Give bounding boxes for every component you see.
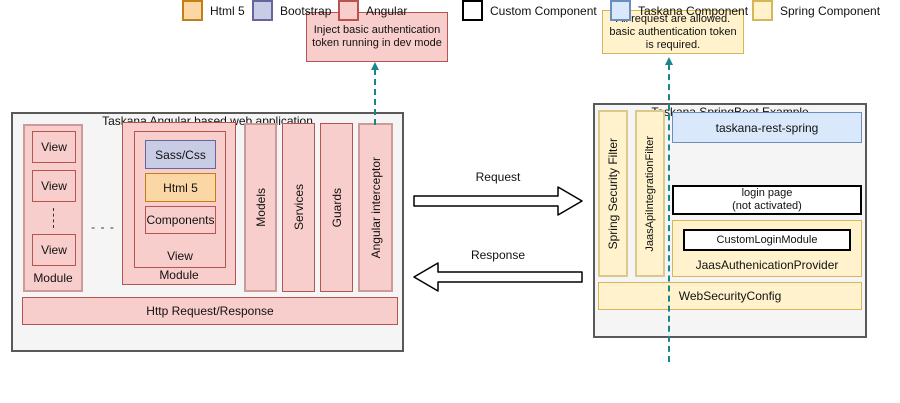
view-box: View [32,234,76,266]
dashed-connector-right [668,64,670,362]
column-services: Services [282,123,315,292]
view-label: View [167,249,193,263]
view-label: View [41,140,67,154]
login-page-box: login page (not activated) [672,185,862,215]
legend-label: Bootstrap [280,3,332,18]
legend-label: Spring Component [780,3,881,18]
column-models: Models [244,123,277,292]
legend-item-spring-component: Spring Component [752,0,880,21]
column-angular-interceptor: Angular interceptor [358,123,393,292]
column-guards: Guards [320,123,353,292]
response-arrow [413,262,583,292]
request-arrow [413,186,583,216]
jaas-authentication-provider-label: JaasAuthenicationProvider [695,258,839,272]
legend-swatch-custom-component [462,0,483,21]
view-box: View [32,131,76,163]
html5-label: Html 5 [163,180,198,195]
jaas-authentication-provider-box: CustomLoginModule JaasAuthenicationProvi… [672,220,862,277]
sass-css-box: Sass/Css [145,140,216,169]
module-ellipsis: - - - [91,220,115,234]
module-label: Module [33,271,73,285]
view-label: View [41,179,67,193]
legend-item-taskana-component: Taskana Component [610,0,748,21]
angular-module-2: Sass/Css Html 5 Components View Module [122,122,236,285]
view-box: View [32,170,76,202]
column-angular-interceptor-label: Angular interceptor [368,156,383,259]
taskana-rest-spring-label: taskana-rest-spring [715,120,819,135]
response-arrow-label: Response [470,248,526,262]
dashed-arrowhead-left [371,62,379,70]
legend-label: Angular [366,3,408,18]
jaas-api-integration-filter-column: JaasApiIntegrationFilter [635,110,665,277]
legend-label: Taskana Component [638,3,749,18]
spring-security-filter-column: Spring Security Filter [598,110,628,277]
login-page-line1: login page [741,187,793,199]
components-label: Components [146,213,215,227]
legend-item-bootstrap: Bootstrap [252,0,331,21]
jaas-api-integration-filter-label: JaasApiIntegrationFilter [643,135,656,252]
legend-item-angular: Angular [338,0,407,21]
dashed-arrowhead-right [665,57,673,65]
note-inject-token: Inject basic authentication token runnin… [306,12,448,62]
note-all-requests-allowed-text: All request are allowed. basic authentic… [609,12,737,51]
note-all-requests-allowed: All request are allowed. basic authentic… [602,10,744,54]
legend-swatch-bootstrap [252,0,273,21]
vertical-ellipsis [53,208,54,228]
legend-label: Custom Component [490,3,597,18]
note-inject-token-text: Inject basic authentication token runnin… [312,24,442,49]
html5-box: Html 5 [145,173,216,202]
column-models-label: Models [253,188,268,227]
legend-swatch-html5 [182,0,203,21]
custom-login-module-box: CustomLoginModule [683,229,851,251]
view-container: Sass/Css Html 5 Components View [134,131,226,268]
angular-module-1: View View View Module [23,124,83,292]
login-page-line2: (not activated) [732,200,802,212]
legend-label: Html 5 [210,3,245,18]
column-guards-label: Guards [329,187,344,228]
sass-css-label: Sass/Css [155,147,206,162]
custom-login-module-label: CustomLoginModule [716,233,818,246]
web-security-config-label: WebSecurityConfig [678,289,782,303]
components-box: Components [145,206,216,234]
web-security-config-box: WebSecurityConfig [598,282,862,310]
http-request-response-bar: Http Request/Response [22,297,398,325]
request-arrow-label: Request [475,170,521,184]
dashed-connector-left [374,69,376,125]
legend-item-custom-component: Custom Component [462,0,597,21]
column-services-label: Services [291,184,306,231]
legend-swatch-angular [338,0,359,21]
taskana-rest-spring-box: taskana-rest-spring [672,112,862,143]
legend-swatch-spring-component [752,0,773,21]
legend-item-html5: Html 5 [182,0,245,21]
legend-swatch-taskana-component [610,0,631,21]
http-bar-label: Http Request/Response [146,304,274,318]
module-label: Module [159,268,199,282]
view-label: View [41,243,67,257]
spring-security-filter-label: Spring Security Filter [606,137,620,250]
